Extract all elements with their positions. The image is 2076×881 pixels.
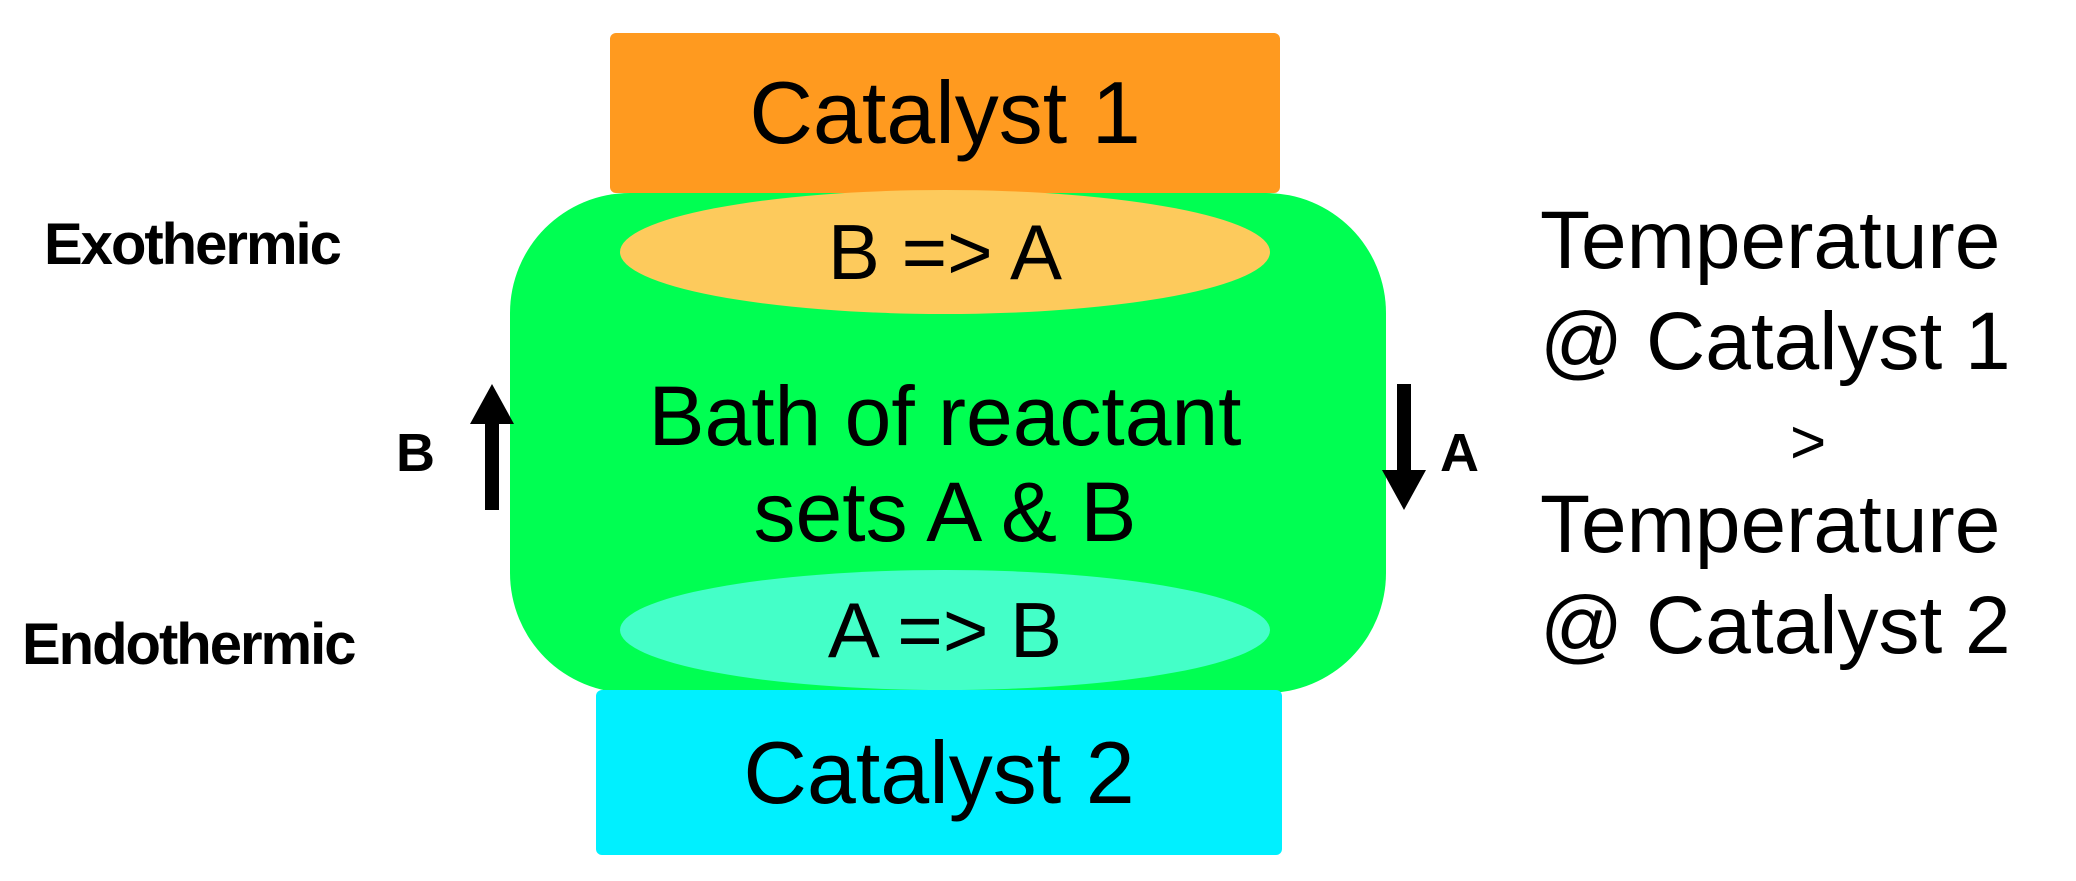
reaction-b-to-a: B => A bbox=[827, 208, 1063, 296]
upward-flow-letter: B bbox=[396, 423, 435, 483]
bath-line-2: sets A & B bbox=[753, 465, 1137, 559]
temperature-line-2: Temperature bbox=[1540, 479, 2001, 570]
endothermic-label: Endothermic bbox=[22, 612, 356, 677]
up-arrow-icon bbox=[470, 384, 514, 510]
down-arrow-icon bbox=[1382, 384, 1426, 510]
bath-description: Bath of reactant sets A & B bbox=[560, 368, 1330, 560]
catalyst-2-box: Catalyst 2 bbox=[596, 690, 1282, 855]
catalyst-2-label: Catalyst 2 bbox=[743, 722, 1135, 822]
exothermic-label: Exothermic bbox=[44, 212, 342, 277]
temperature-catalyst-1: @ Catalyst 1 bbox=[1540, 296, 2011, 387]
reaction-a-to-b: A => B bbox=[827, 586, 1063, 674]
temperature-line-1: Temperature bbox=[1540, 195, 2001, 286]
temperature-catalyst-2: @ Catalyst 2 bbox=[1540, 580, 2011, 671]
catalyst-1-box: Catalyst 1 bbox=[610, 33, 1280, 193]
endothermic-reaction-zone: A => B bbox=[620, 570, 1270, 690]
downward-flow-letter: A bbox=[1440, 423, 1479, 483]
bath-line-1: Bath of reactant bbox=[648, 369, 1242, 463]
temperature-comparison: Temperature @ Catalyst 1 > Temperature @… bbox=[1540, 200, 2070, 686]
exothermic-reaction-zone: B => A bbox=[620, 190, 1270, 314]
greater-than-symbol: > bbox=[1790, 408, 1827, 477]
catalyst-1-label: Catalyst 1 bbox=[749, 63, 1141, 162]
